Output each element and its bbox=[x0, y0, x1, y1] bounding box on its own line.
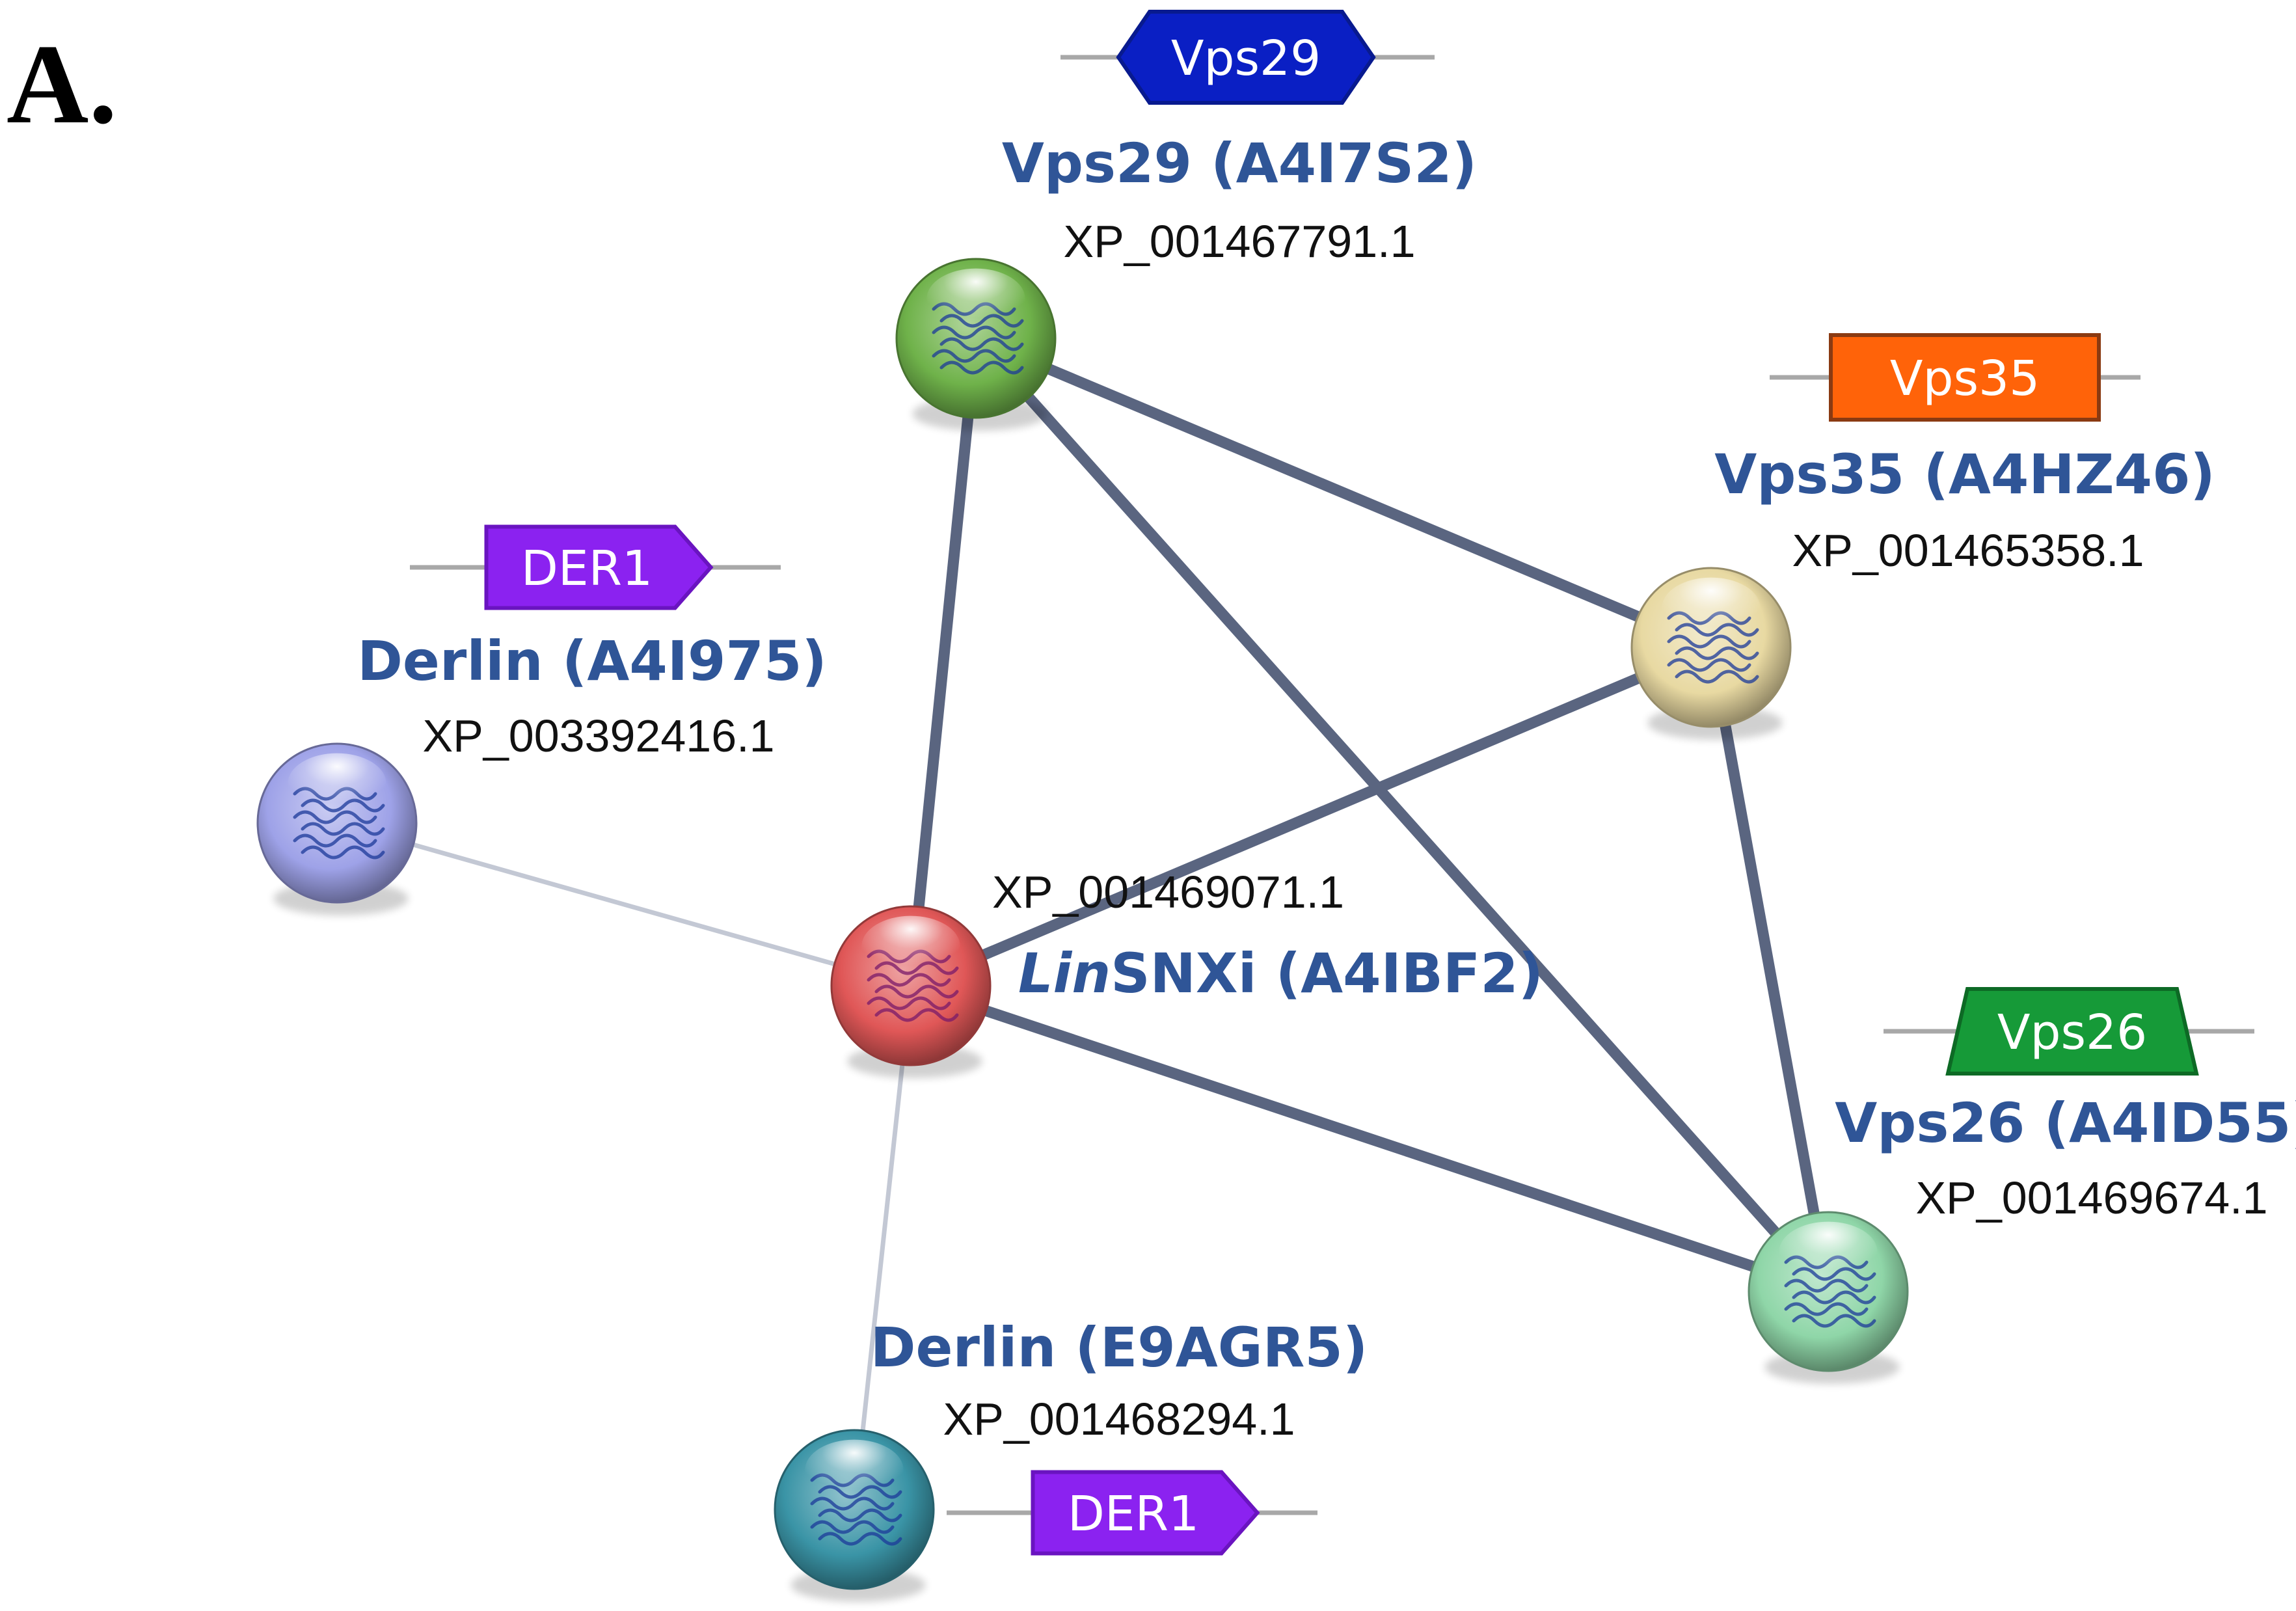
protein-name-text: Vps35 (A4HZ46) bbox=[1714, 442, 2215, 506]
protein-name: Vps35 (A4HZ46) bbox=[1714, 442, 2215, 506]
protein-name-text: Vps29 (A4I7S2) bbox=[1002, 131, 1477, 195]
accession-number: XP_003392416.1 bbox=[422, 711, 774, 761]
edge-sorting-nexin-vps26 bbox=[905, 980, 1834, 1297]
panel-label: A. bbox=[7, 21, 117, 147]
edge-vps29-sorting-nexin bbox=[905, 332, 982, 992]
node-highlight bbox=[1662, 577, 1761, 638]
edge-vps35-vps26 bbox=[1705, 642, 1834, 1297]
node-derlin-a4i975[interactable] bbox=[256, 742, 418, 915]
edge-derlin-a4i975-sorting-nexin bbox=[334, 820, 913, 988]
label-group-vps35: Vps35 (A4HZ46) XP_001465358.1 Vps35 bbox=[1714, 333, 2215, 576]
domain-label: Vps26 bbox=[1997, 1005, 2147, 1061]
node-highlight bbox=[926, 268, 1025, 329]
node-highlight bbox=[805, 1439, 904, 1500]
domain-shape bbox=[1829, 333, 2101, 422]
node-highlight bbox=[1779, 1221, 1878, 1282]
label-layer: LinSNXi (A4IBF2) XP_001469071.1 Vps29 (A4I… bbox=[357, 10, 2296, 1556]
domain-glyph-vps29: Vps29 bbox=[1060, 10, 1435, 105]
protein-name: LinSNXi (A4IBF2) bbox=[1018, 941, 1543, 1005]
edge-layer bbox=[334, 332, 1834, 1512]
node-highlight bbox=[861, 915, 960, 977]
label-group-vps29: Vps29 (A4I7S2) XP_001467791.1 Vps29 bbox=[1002, 10, 1477, 267]
accession-number: XP_001469071.1 bbox=[992, 867, 1344, 917]
edge-vps29-vps35 bbox=[970, 332, 1717, 653]
node-vps35[interactable] bbox=[1630, 567, 1792, 740]
accession-number: XP_001468294.1 bbox=[943, 1394, 1295, 1444]
protein-name: Derlin (A4I975) bbox=[357, 629, 827, 693]
node-layer bbox=[256, 258, 1909, 1602]
domain-glyph-vps26: Vps26 bbox=[1884, 987, 2254, 1076]
protein-name: Vps29 (A4I7S2) bbox=[1002, 131, 1477, 195]
edge-vps35-sorting-nexin bbox=[905, 642, 1717, 992]
node-highlight bbox=[288, 753, 386, 814]
domain-glyph-der1: DER1 bbox=[947, 1470, 1317, 1556]
accession-number: XP_001467791.1 bbox=[1063, 216, 1415, 267]
domain-shape bbox=[1116, 10, 1376, 105]
accession-number: XP_001465358.1 bbox=[1792, 525, 2144, 576]
edge-vps29-vps26 bbox=[970, 332, 1834, 1297]
node-sorting-nexin[interactable] bbox=[830, 905, 992, 1078]
domain-shape bbox=[1031, 1470, 1260, 1556]
protein-name: Derlin (E9AGR5) bbox=[871, 1316, 1368, 1379]
domain-label: Vps35 bbox=[1890, 351, 2040, 407]
domain-label: DER1 bbox=[521, 541, 653, 597]
node-derlin-e9agr5[interactable] bbox=[774, 1429, 935, 1602]
protein-name: Vps26 (A4ID55) bbox=[1835, 1091, 2296, 1155]
accession-number: XP_001469674.1 bbox=[1915, 1172, 2267, 1223]
node-vps29[interactable] bbox=[895, 258, 1057, 431]
node-vps26[interactable] bbox=[1748, 1211, 1909, 1384]
protein-name-italic-prefix: Lin bbox=[1018, 941, 1111, 1005]
protein-name-text: SNXi (A4IBF2) bbox=[1111, 941, 1543, 1005]
protein-name-text: Derlin (A4I975) bbox=[357, 629, 827, 693]
domain-glyph-vps35: Vps35 bbox=[1770, 333, 2141, 422]
label-group-sorting-nexin: LinSNXi (A4IBF2) XP_001469071.1 bbox=[992, 867, 1543, 1005]
domain-glyph-der1: DER1 bbox=[410, 524, 781, 610]
protein-name-text: Derlin (E9AGR5) bbox=[871, 1316, 1368, 1379]
domain-label: Vps29 bbox=[1171, 31, 1321, 87]
domain-shape bbox=[1945, 987, 2199, 1076]
domain-label: DER1 bbox=[1068, 1486, 1199, 1542]
label-group-derlin-a4i975: Derlin (A4I975) XP_003392416.1 DER1 bbox=[357, 524, 827, 761]
label-group-vps26: Vps26 (A4ID55) XP_001469674.1 Vps26 bbox=[1835, 987, 2296, 1223]
domain-shape bbox=[484, 524, 714, 610]
protein-name-text: Vps26 (A4ID55) bbox=[1835, 1091, 2296, 1155]
